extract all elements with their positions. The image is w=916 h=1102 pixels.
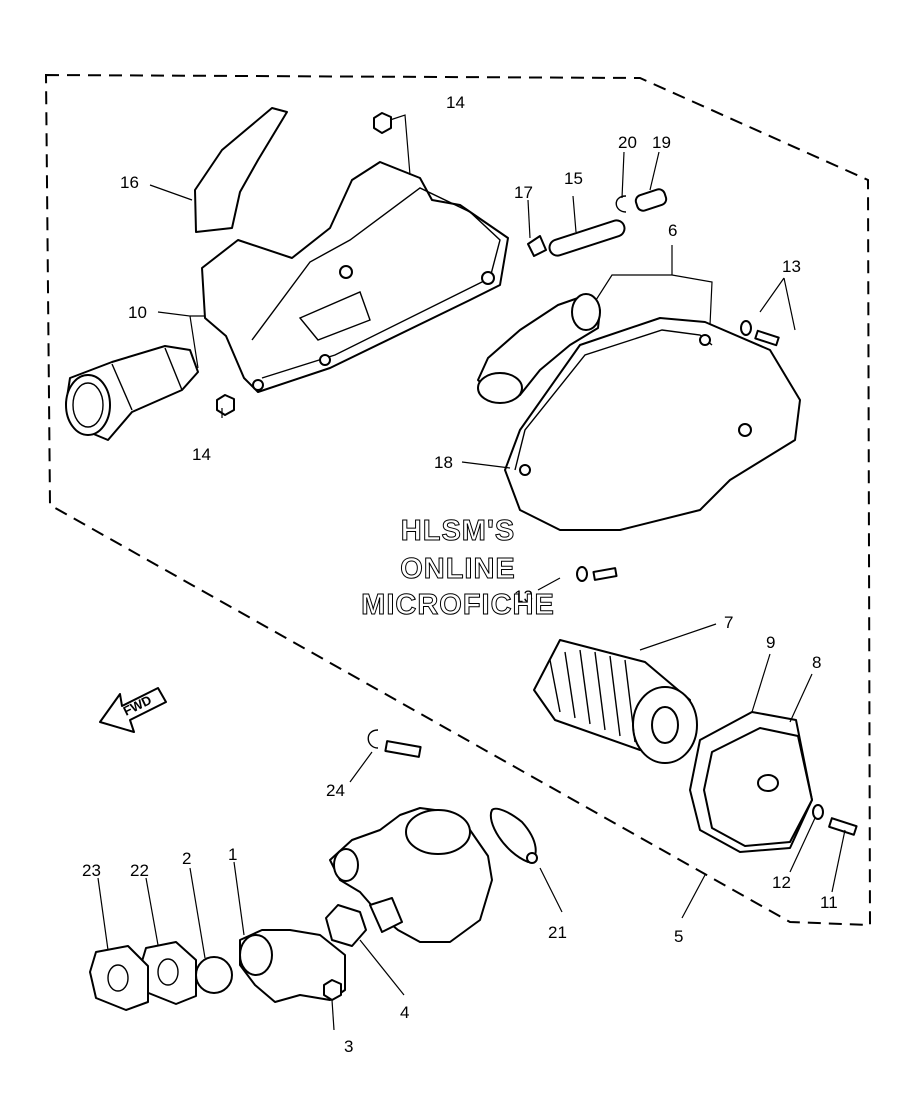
part-13-washer-bottom	[576, 566, 588, 582]
duct-opening-inner	[72, 382, 104, 428]
callout-6: 6	[668, 221, 677, 240]
callout-10: 10	[128, 303, 147, 322]
part-16-seal	[194, 107, 288, 233]
part-13-bolt-top	[754, 329, 780, 347]
filter-core	[651, 706, 679, 744]
callout-23: 23	[82, 861, 101, 880]
part-12-washer	[812, 804, 824, 820]
callout-7: 7	[724, 613, 733, 632]
callout-14-bottom: 14	[192, 445, 211, 464]
airbox-case-rim	[251, 187, 501, 379]
clamp-screw	[526, 852, 538, 864]
part-14-nut-top	[373, 112, 392, 134]
part-19-plug	[634, 188, 668, 212]
callout-20: 20	[618, 133, 637, 152]
case-bolt-hole	[319, 354, 331, 366]
fwd-arrow-icon: FWD	[99, 687, 167, 733]
filter-case-hole	[757, 774, 779, 792]
callout-17: 17	[514, 183, 533, 202]
callout-11: 11	[820, 893, 838, 912]
gasket-hole	[107, 964, 129, 992]
manifold-flange	[239, 934, 273, 976]
insulator-hole	[157, 958, 179, 986]
part-15-drain-hose	[548, 219, 626, 257]
watermark-line-1: HLSM'S	[401, 515, 515, 547]
callout-18: 18	[434, 453, 453, 472]
case-bolt-hole	[252, 379, 264, 391]
part-24-bolt	[384, 740, 422, 758]
callout-21: 21	[548, 923, 567, 942]
leader-lines	[97, 114, 846, 1031]
airbox-case	[201, 161, 509, 393]
callout-5: 5	[674, 927, 683, 946]
case-bolt-hole	[481, 271, 495, 285]
callout-13-top: 13	[782, 257, 801, 276]
part-11-bolt	[828, 817, 858, 836]
callout-14-top: 14	[446, 93, 465, 112]
part-8-filter-case	[703, 727, 813, 847]
callout-4: 4	[400, 1003, 409, 1022]
snorkel-end	[477, 372, 523, 404]
watermark-line-3: MICROFICHE	[361, 589, 555, 621]
part-4-joint	[325, 904, 367, 947]
part-24-circlip	[367, 729, 379, 749]
watermark-line-2: ONLINE	[400, 553, 516, 585]
callout-2: 2	[182, 849, 191, 868]
part-17-clamp	[527, 235, 547, 257]
part-3-nut	[323, 979, 342, 1001]
callout-22: 22	[130, 861, 149, 880]
part-21-clamp	[489, 807, 537, 863]
part-20-clip	[615, 195, 627, 213]
callout-12: 12	[772, 873, 791, 892]
carburetor-intake	[369, 897, 403, 933]
watermark: HLSM'S ONLINE MICROFICHE	[361, 515, 555, 622]
carburetor-inlet	[333, 848, 359, 882]
callout-15: 15	[564, 169, 583, 188]
part-2-o-ring	[195, 956, 233, 994]
snorkel-top	[571, 293, 601, 331]
callout-9: 9	[766, 633, 775, 652]
part-13-bolt-bottom	[592, 567, 618, 581]
part-13-washer-top	[740, 320, 752, 336]
cover-bolt-hole	[699, 334, 711, 346]
callout-19: 19	[652, 133, 671, 152]
cover-bolt-hole	[738, 423, 752, 437]
duct-rib	[111, 363, 133, 411]
callout-1: 1	[228, 845, 237, 864]
case-bolt-hole	[339, 265, 353, 279]
assembly-boundary	[44, 73, 872, 927]
carburetor-top	[405, 809, 471, 855]
callout-16: 16	[120, 173, 139, 192]
callout-24: 24	[326, 781, 345, 800]
part-23-gasket	[89, 945, 149, 1011]
filter-pleats	[549, 649, 636, 743]
callout-13-bottom: 13	[514, 587, 533, 606]
callout-8: 8	[812, 653, 821, 672]
duct-rib	[164, 347, 183, 391]
callout-3: 3	[344, 1037, 353, 1056]
part-6-cover	[504, 317, 801, 531]
cover-bolt-hole	[519, 464, 531, 476]
part-14-nut-bottom	[216, 394, 235, 416]
airbox-case-inner	[298, 291, 371, 341]
